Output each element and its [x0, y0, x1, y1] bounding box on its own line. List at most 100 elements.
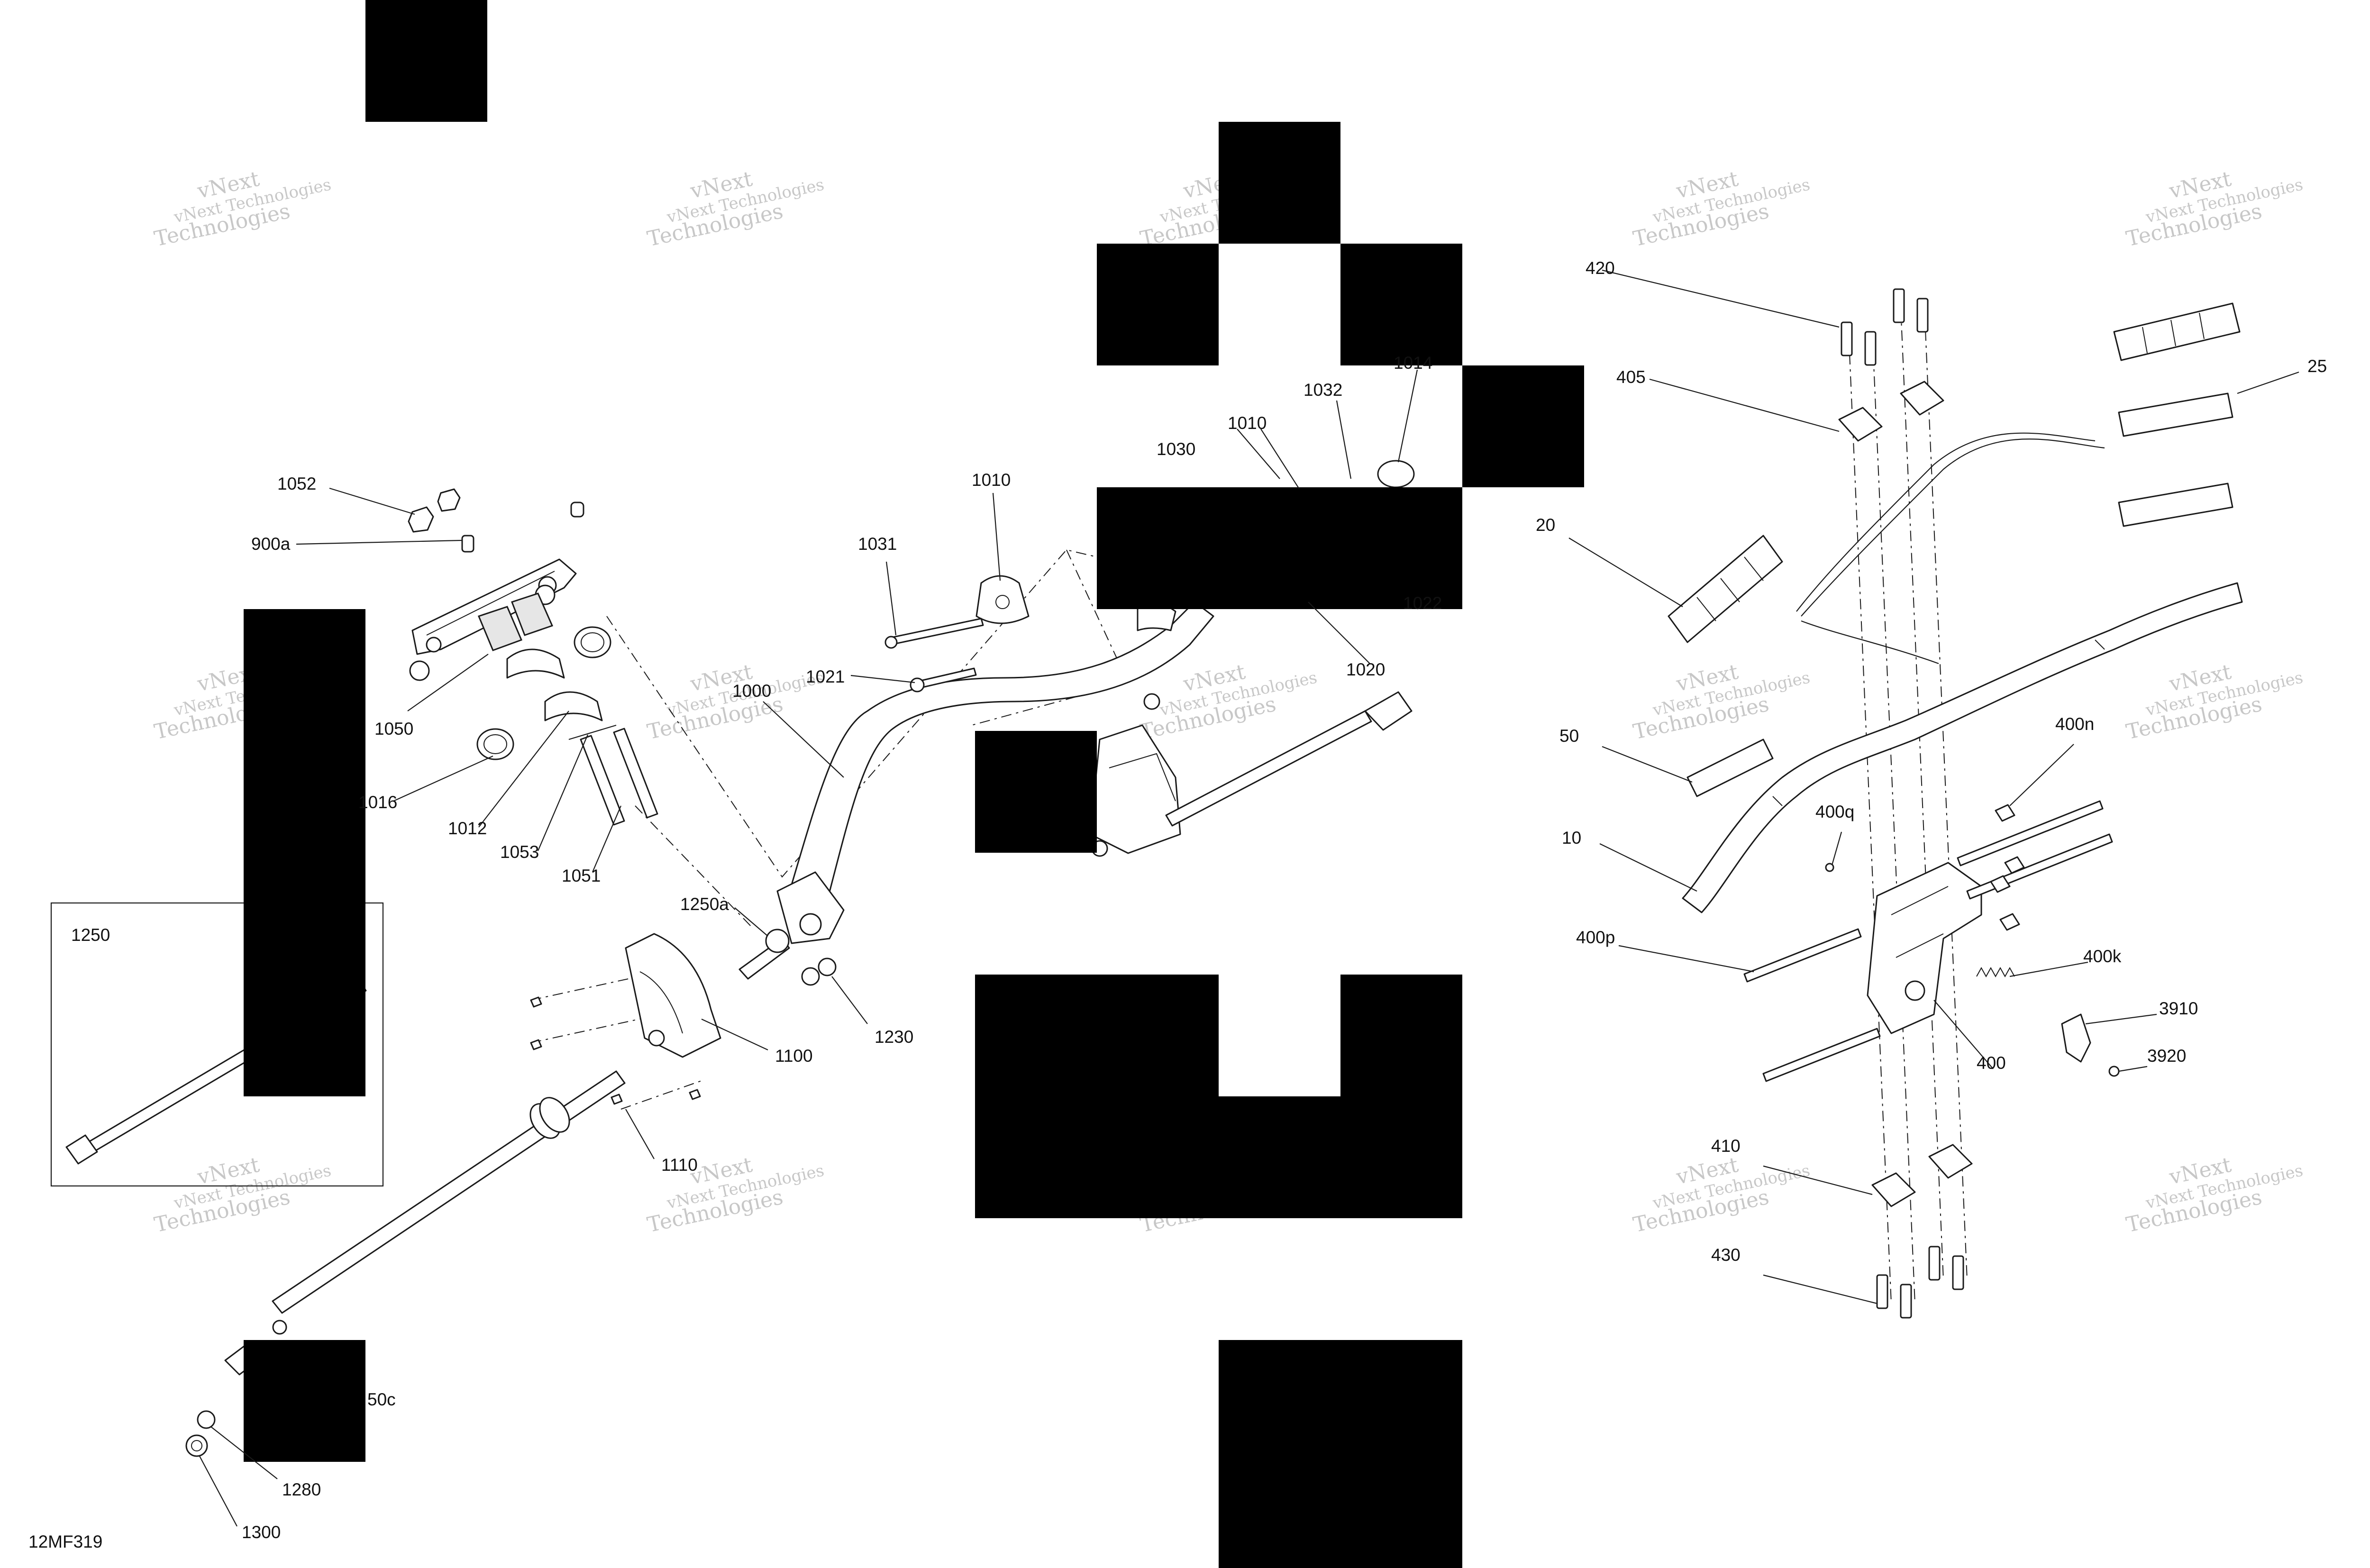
callout-label: 1280 — [282, 1480, 321, 1499]
grip-sleeve — [2118, 483, 2233, 527]
bushing-block — [477, 606, 523, 651]
bracket-hole — [426, 637, 442, 653]
leader-line — [2118, 1066, 2148, 1072]
leader-line — [1763, 1165, 1873, 1195]
handlebar — [1682, 582, 2243, 913]
redaction-block — [1219, 1340, 1462, 1568]
watermark: vNext Technologies vNext Technologies — [2124, 1153, 2305, 1237]
handlebar-grip-left — [1668, 535, 1783, 643]
callout-label: 1051 — [562, 866, 601, 885]
leader-line — [2237, 371, 2299, 394]
clamp-bolt — [890, 618, 984, 645]
leader-line — [1397, 369, 1418, 463]
callout-label: 1053 — [500, 842, 539, 862]
leader-line — [2085, 1013, 2157, 1025]
riser-pin — [1825, 863, 1834, 872]
watermark: vNext Technologies vNext Technologies — [152, 167, 333, 251]
mounting-bracket — [411, 558, 577, 655]
riser-edge — [1891, 886, 1949, 958]
leader-line — [1763, 1274, 1878, 1304]
long-bolt — [613, 728, 658, 819]
watermark: vNext Technologies vNext Technologies — [2124, 660, 2305, 744]
leader-line — [296, 539, 463, 545]
column-collar — [539, 1097, 570, 1133]
washer-hole — [191, 1440, 202, 1451]
clamp-bolt-head — [884, 636, 898, 649]
leader-line — [701, 1019, 768, 1050]
lever-screw — [2108, 1066, 2120, 1077]
leader-line — [992, 492, 1001, 581]
riser-spring — [1976, 966, 2015, 978]
assembly-axis-line — [1924, 308, 1968, 1280]
callout-label: 430 — [1711, 1245, 1741, 1265]
watermark: vNext Technologies vNext Technologies — [152, 1153, 333, 1237]
heater-wire — [1801, 438, 2105, 617]
long-bolt — [580, 735, 625, 826]
small-screw — [530, 996, 542, 1008]
leader-line — [1618, 945, 1754, 973]
leader-line — [2009, 744, 2074, 806]
column-cover — [625, 933, 721, 1058]
callout-label: 400q — [1815, 802, 1854, 821]
clamp-bolt — [1916, 298, 1929, 333]
callout-label: 400p — [1576, 928, 1615, 947]
redaction-block — [1097, 487, 1462, 609]
gearbox-bolt — [1143, 693, 1160, 710]
riser-clamp-lower — [1871, 1172, 1916, 1207]
redaction-block — [975, 731, 1097, 853]
gearbox-edge — [1109, 753, 1176, 802]
riser-hole — [1905, 980, 1925, 1001]
bushing-block — [511, 593, 554, 636]
assembly-axis-line — [620, 1080, 702, 1110]
leader-line — [1602, 746, 1693, 783]
riser-clamp-lower — [1928, 1144, 1973, 1179]
callout-label: 25 — [2307, 356, 2327, 376]
handlebar-marking — [1772, 639, 2105, 806]
cover-hole — [648, 1030, 665, 1047]
leader-line — [850, 675, 915, 684]
leader-line — [1237, 428, 1280, 479]
leader-line — [1602, 269, 1840, 328]
hex-nut — [437, 488, 461, 512]
riser-nut — [1995, 804, 2015, 822]
cover-edge — [639, 971, 683, 1034]
center-tie-rod-end — [1364, 691, 1413, 731]
bracket-edge — [426, 571, 555, 636]
callout-label: 1052 — [277, 474, 316, 493]
riser-nut — [1990, 875, 2011, 893]
redaction-block — [1340, 244, 1462, 365]
watermark: vNext Technologies vNext Technologies — [1631, 660, 1812, 744]
inset-rod-end — [65, 1134, 98, 1165]
callout-label: 20 — [1536, 515, 1555, 535]
redaction-block — [1097, 244, 1219, 365]
riser-bolt — [1743, 928, 1862, 983]
callout-labels: 1052 900a 1050 1016 1012 1053 1051 1250 … — [71, 258, 2327, 1542]
callout-label: 405 — [1616, 367, 1646, 387]
watermark: vNext Technologies vNext Technologies — [1631, 167, 1812, 251]
callout-label: 1230 — [875, 1027, 913, 1047]
leader-line — [1308, 602, 1370, 664]
leader-line — [1568, 538, 1683, 607]
leader-line — [1933, 1000, 1994, 1069]
shim-plate — [568, 724, 617, 740]
bar-clamp — [975, 575, 1030, 624]
callout-label: 1020 — [1346, 660, 1385, 679]
small-screw — [611, 1094, 623, 1105]
leader-line — [210, 1426, 278, 1479]
leader-line — [592, 805, 622, 873]
callout-label: 410 — [1711, 1136, 1741, 1156]
column-nut — [272, 1320, 287, 1335]
handlebar-grip-right — [2113, 302, 2241, 361]
callout-label: 3920 — [2147, 1046, 2186, 1066]
inset-frame — [50, 902, 384, 1187]
seal-ring — [574, 626, 611, 658]
leader-line — [329, 487, 415, 515]
callout-label: 900a — [251, 534, 291, 554]
leader-line — [831, 976, 868, 1024]
callout-label: 3910 — [2159, 999, 2198, 1018]
leader-line — [478, 711, 569, 828]
callout-label: 1014 — [1394, 353, 1432, 373]
steering-column-shaft — [272, 1070, 626, 1314]
grip-sleeve — [2118, 392, 2233, 437]
callout-label: 1300 — [242, 1522, 281, 1542]
